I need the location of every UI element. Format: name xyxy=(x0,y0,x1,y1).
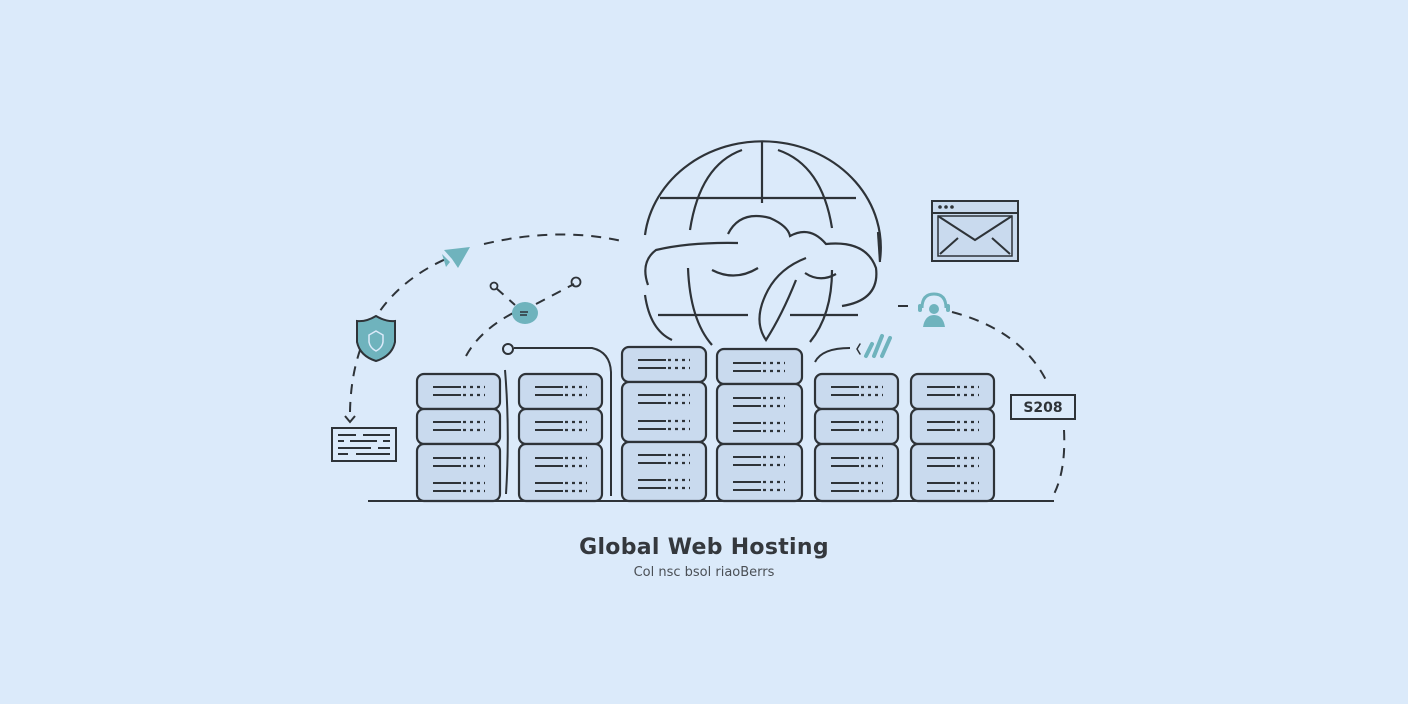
email-window-icon xyxy=(931,200,1019,262)
shield-icon xyxy=(356,314,396,363)
support-agent-icon xyxy=(918,292,950,327)
connector-pipe xyxy=(502,343,851,496)
connection-paths xyxy=(349,233,1066,495)
page-title: Global Web Hosting xyxy=(579,535,829,560)
paper-plane-icon xyxy=(442,247,470,268)
server-rack-icon xyxy=(415,345,996,503)
keyboard-icon xyxy=(331,427,397,462)
cloud-icon xyxy=(644,214,878,342)
network-node-icon xyxy=(489,276,582,324)
page-subtitle: Col nsc bsol riaoBerrs xyxy=(633,565,775,580)
badge-label: S208 xyxy=(1023,400,1062,416)
down-arrow-icon xyxy=(344,415,356,424)
globe-icon xyxy=(643,140,882,346)
signal-icon xyxy=(856,334,892,358)
status-badge: S208 xyxy=(1010,394,1076,420)
